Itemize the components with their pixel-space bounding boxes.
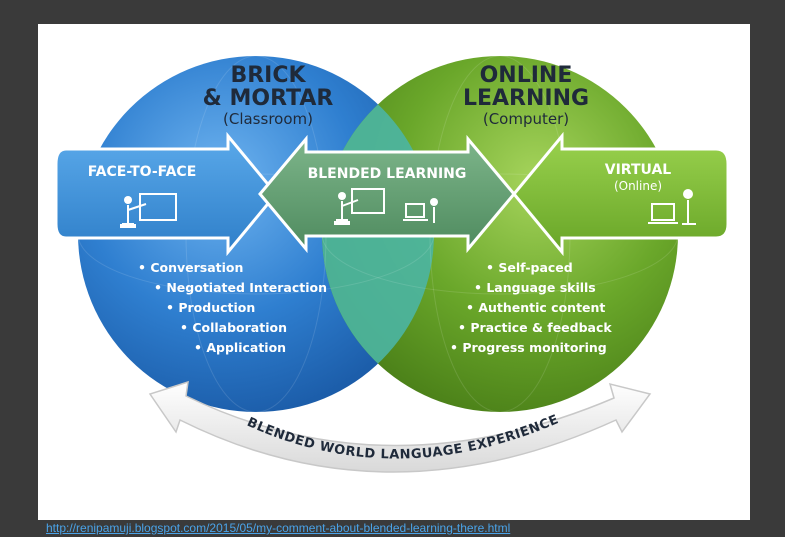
left-title-line1: BRICK xyxy=(230,63,306,88)
left-bullet-5: • Application xyxy=(194,340,286,355)
right-bullet-5: • Progress monitoring xyxy=(450,340,607,355)
blended-learning-label: BLENDED LEARNING xyxy=(308,166,467,182)
left-subtitle: (Classroom) xyxy=(223,110,313,128)
left-title-line2: & MORTAR xyxy=(203,86,334,111)
bottom-curved-arrow xyxy=(148,380,652,473)
right-bullet-3: • Authentic content xyxy=(466,300,605,315)
left-bullet-3: • Production xyxy=(166,300,255,315)
right-title-line1: ONLINE xyxy=(480,63,573,88)
teacher-laptop-icon xyxy=(334,188,438,225)
diagram-canvas: BRICK & MORTAR (Classroom) ONLINE LEARNI… xyxy=(54,55,730,473)
right-bullet-4: • Practice & feedback xyxy=(458,320,612,335)
blended-learning-diagram: BRICK & MORTAR (Classroom) ONLINE LEARNI… xyxy=(38,24,750,520)
right-subtitle: (Computer) xyxy=(483,110,569,128)
virtual-sublabel: (Online) xyxy=(614,179,662,193)
left-bullet-2: • Negotiated Interaction xyxy=(154,280,327,295)
teacher-board-icon xyxy=(120,193,177,228)
left-bullet-4: • Collaboration xyxy=(180,320,287,335)
virtual-label: VIRTUAL xyxy=(605,162,672,178)
source-link[interactable]: http://renipamuji.blogspot.com/2015/05/m… xyxy=(46,521,511,535)
right-bullet-1: • Self-paced xyxy=(486,260,573,275)
face-to-face-label: FACE-TO-FACE xyxy=(88,164,197,180)
right-bullet-2: • Language skills xyxy=(474,280,596,295)
blended-learning-arrow xyxy=(258,134,516,254)
brick-mortar-circle xyxy=(78,56,434,412)
online-learning-circle xyxy=(322,56,678,412)
left-bullet-1: • Conversation xyxy=(138,260,243,275)
right-title-line2: LEARNING xyxy=(463,86,589,111)
laptop-user-icon xyxy=(648,189,696,225)
virtual-arrow xyxy=(512,131,730,257)
